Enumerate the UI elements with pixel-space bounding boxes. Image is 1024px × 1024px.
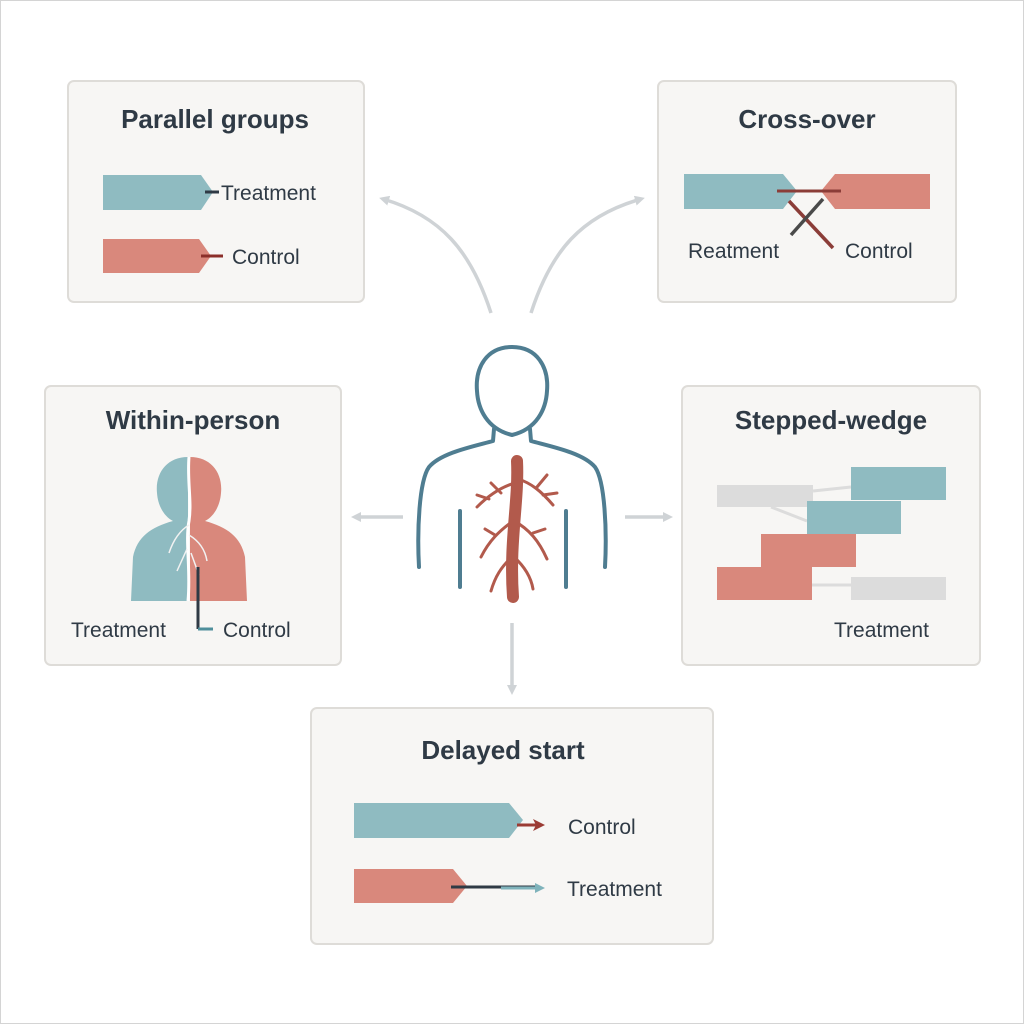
treatment-arm-bar — [103, 175, 213, 210]
panel-delayed-start: Delayed start Control Treatment — [310, 707, 714, 945]
cross-line-a — [787, 199, 835, 250]
cluster-3-control — [761, 534, 856, 567]
panel-title: Delayed start — [421, 735, 585, 765]
arm-label-control: Control — [232, 246, 300, 269]
connector-to-parallel — [379, 195, 493, 314]
arm-label-treatment: Reatment — [688, 240, 779, 263]
cluster-4-post — [851, 577, 946, 600]
control-half-figure — [190, 457, 247, 601]
panel-title: Parallel groups — [121, 104, 309, 134]
arm-label-treatment: Treatment — [567, 878, 662, 901]
step-connector — [812, 485, 852, 493]
side-label-control: Control — [223, 619, 291, 642]
step-connector — [770, 505, 808, 523]
cluster-2-treatment — [807, 501, 901, 534]
panel-parallel-groups: Parallel groups Treatment Control — [67, 80, 365, 303]
cluster-1-treatment — [851, 467, 946, 500]
delayed-start-bar — [354, 869, 467, 903]
arm-label-control: Control — [845, 240, 913, 263]
side-label-treatment: Treatment — [71, 619, 166, 642]
cluster-1-pre — [717, 485, 813, 507]
arm-label-treatment: Treatment — [221, 182, 316, 205]
panel-stepped-wedge: Stepped-wedge Treatment — [681, 385, 981, 666]
cross-line-b — [789, 197, 825, 237]
panel-title: Cross-over — [738, 104, 875, 134]
connectors — [351, 195, 673, 695]
connector-to-crossover — [529, 195, 645, 314]
panel-cross-over: Cross-over Reatment Control — [657, 80, 957, 303]
treated-half-figure — [131, 457, 188, 601]
arm-label-control: Control — [568, 816, 636, 839]
panel-title: Within-person — [106, 405, 281, 435]
cluster-4-control — [717, 567, 812, 600]
panel-title: Stepped-wedge — [735, 405, 927, 435]
control-period-bar — [821, 174, 930, 209]
panel-within-person: Within-person Treatment Control — [44, 385, 342, 666]
control-arm-bar — [103, 239, 211, 273]
treatment-period-bar — [684, 174, 797, 209]
stepped-label-treatment: Treatment — [834, 619, 929, 642]
human-torso-with-vessels-icon — [416, 345, 608, 603]
early-start-bar — [354, 803, 523, 838]
